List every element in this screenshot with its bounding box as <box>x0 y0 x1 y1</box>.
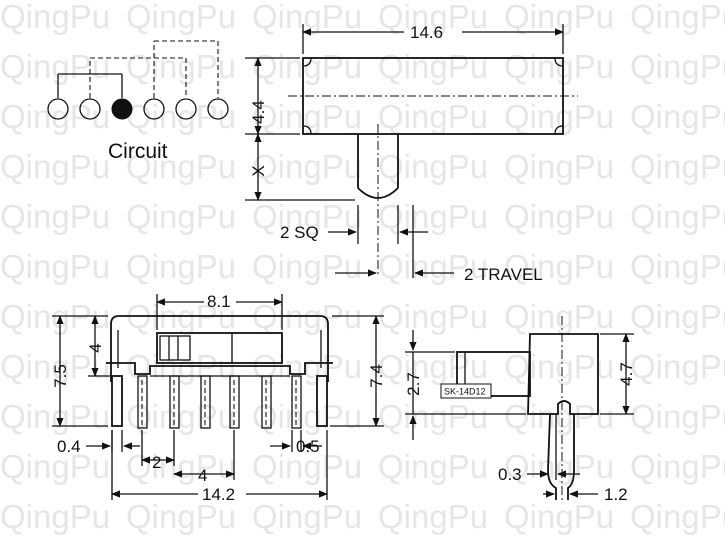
circuit-label: Circuit <box>108 140 168 163</box>
front-total-width-dim: 14.2 <box>202 485 235 504</box>
watermark-text: QingPu <box>378 448 489 485</box>
watermark-text: QingPu <box>378 348 489 385</box>
side-pin-spacing-dim: 1.2 <box>604 485 628 504</box>
front-view: 8.1 7.5 4 7.4 0.4 2 4 0.5 <box>51 292 386 504</box>
watermark-text: QingPu <box>252 98 363 135</box>
lever-height-dim: X <box>249 165 268 176</box>
front-height-left-dim: 7.5 <box>51 364 70 388</box>
circuit-terminal <box>79 98 101 120</box>
watermark-text: QingPu <box>126 98 237 135</box>
watermark-text: QingPu <box>126 0 237 35</box>
top-width-dim: 14.6 <box>410 23 443 42</box>
watermark-text: QingPu <box>504 98 615 135</box>
part-label-box <box>440 383 492 399</box>
watermark-text: QingPu <box>630 448 725 485</box>
watermark-text: QingPu <box>126 198 237 235</box>
watermark-text: QingPu <box>378 298 489 335</box>
front-pin-thickness-dim: 0.4 <box>57 437 81 456</box>
side-height-right-dim: 4.7 <box>617 362 636 386</box>
side-pin-thickness-dim: 0.3 <box>498 465 522 484</box>
watermark-text: QingPu <box>630 48 725 85</box>
watermark-text: QingPu <box>0 248 111 285</box>
watermark-text: QingPu <box>252 148 363 185</box>
watermark-text: QingPu <box>252 48 363 85</box>
watermark-text: QingPu <box>504 348 615 385</box>
watermark-text: QingPu <box>0 398 111 435</box>
watermark-text: QingPu <box>630 0 725 35</box>
watermark-text: QingPu <box>504 298 615 335</box>
top-view: 14.6 4.4 X 2 SQ 2 TRAVEL <box>245 23 578 284</box>
circuit-terminal <box>47 98 69 120</box>
front-height-inner-dim: 4 <box>86 343 105 352</box>
watermark-text: QingPu <box>630 98 725 135</box>
top-height-dim: 4.4 <box>249 100 268 124</box>
watermark-text: QingPu <box>126 448 237 485</box>
part-label: SK-14D12 <box>444 387 486 397</box>
front-pitch-large-dim: 4 <box>198 466 207 485</box>
front-pitch-small-dim: 2 <box>152 453 161 472</box>
watermark-text: QingPu <box>378 148 489 185</box>
watermark-text: QingPu <box>0 198 111 235</box>
watermark-text: QingPu <box>630 248 725 285</box>
watermark-text: QingPu <box>504 448 615 485</box>
circuit-terminal <box>143 98 165 120</box>
watermark-text: QingPu <box>378 98 489 135</box>
watermark-text: QingPu <box>378 248 489 285</box>
watermark-text: QingPu <box>630 298 725 335</box>
watermark-text: QingPu <box>504 248 615 285</box>
watermark-text: QingPu <box>630 348 725 385</box>
watermark-text: QingPu <box>126 398 237 435</box>
front-top-width-dim: 8.1 <box>207 292 231 311</box>
watermark-text: QingPu <box>630 148 725 185</box>
watermark-text: QingPu <box>630 198 725 235</box>
watermark-text: QingPu <box>378 48 489 85</box>
watermark-text: QingPu <box>504 148 615 185</box>
watermark-text: QingPu <box>0 48 111 85</box>
dimension-drawing: Circuit 14.6 4.4 X 2 SQ <box>47 23 636 504</box>
watermark-text: QingPu <box>504 48 615 85</box>
front-pin-width-dim: 0.5 <box>296 437 320 456</box>
watermark-text: QingPu <box>0 448 111 485</box>
watermark-text: QingPu <box>378 198 489 235</box>
watermark-text: QingPu <box>126 248 237 285</box>
circuit-terminal <box>207 98 229 120</box>
watermark-text: QingPu <box>252 198 363 235</box>
watermark-text: QingPu <box>0 0 111 35</box>
side-view: SK-14D12 2.7 4.7 0.3 1.2 <box>404 316 636 504</box>
watermark-text: QingPu <box>0 98 111 135</box>
watermark-text: QingPu <box>252 448 363 485</box>
circuit-terminal-common <box>111 98 133 120</box>
watermark-text: QingPu <box>504 198 615 235</box>
lever-square-dim: 2 SQ <box>280 223 319 242</box>
side-height-left-dim: 2.7 <box>404 372 423 396</box>
watermark-text: QingPu <box>378 0 489 35</box>
circuit-terminal <box>175 98 197 120</box>
travel-dim: 2 TRAVEL <box>464 265 543 284</box>
front-height-right-dim: 7.4 <box>367 364 386 388</box>
watermark-text: QingPu <box>0 148 111 185</box>
watermark-text: QingPu <box>126 148 237 185</box>
watermark-text: QingPu <box>630 398 725 435</box>
watermark-text: QingPu <box>252 398 363 435</box>
watermark-text: QingPu <box>378 398 489 435</box>
circuit-diagram: Circuit <box>47 40 229 163</box>
watermark-text: QingPu <box>252 248 363 285</box>
